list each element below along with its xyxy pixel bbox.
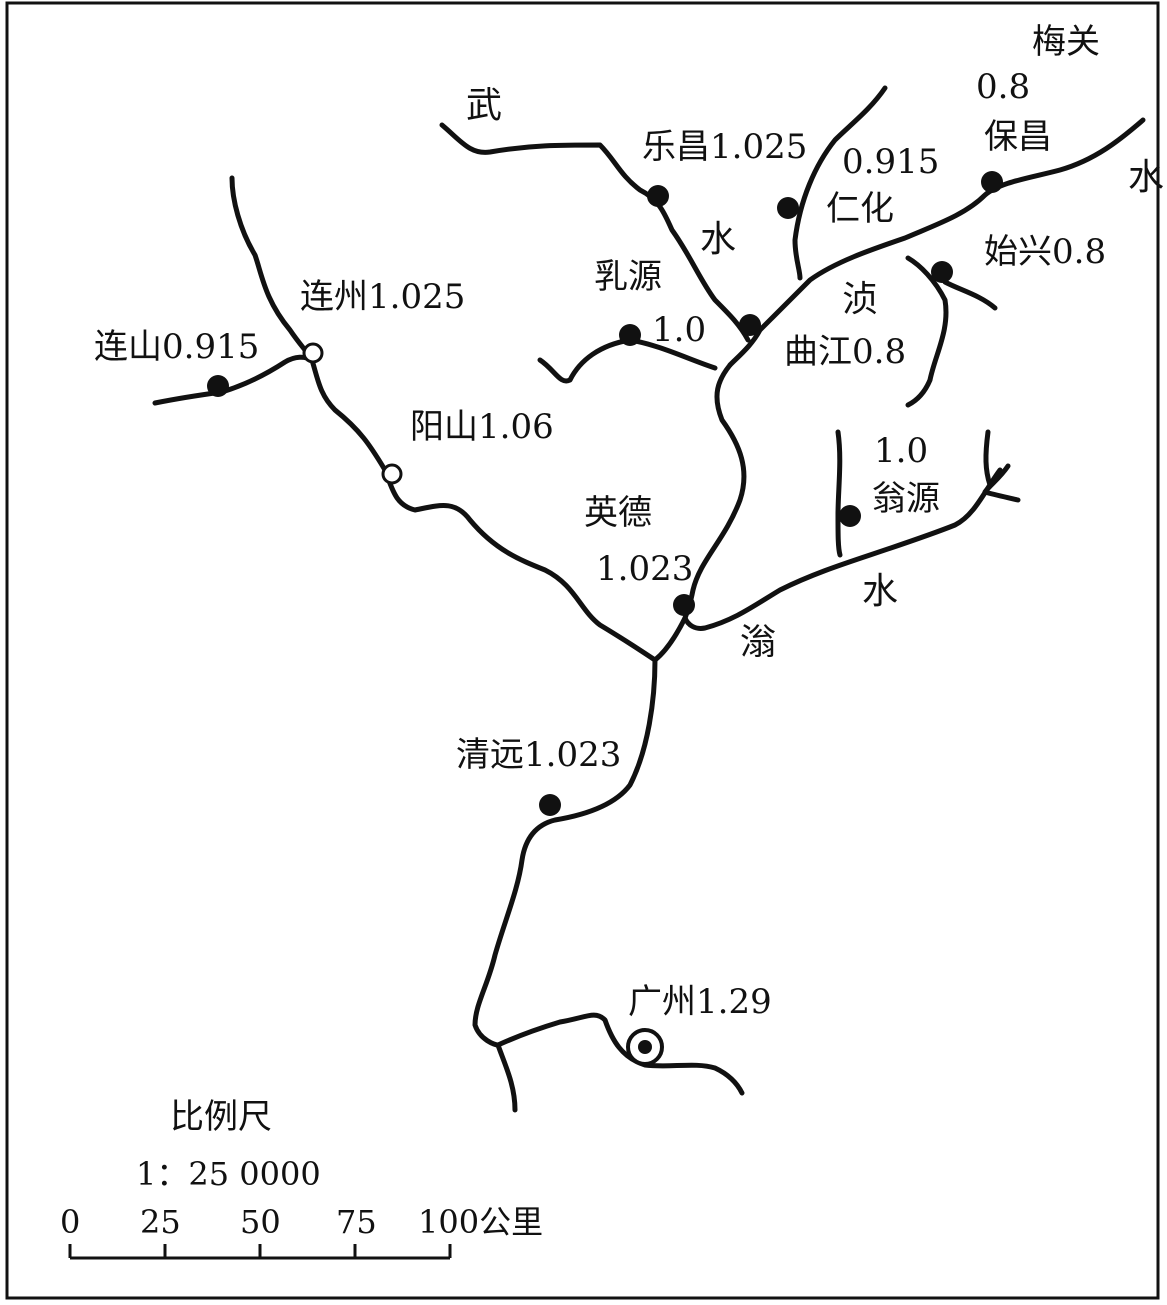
marker-yangshan <box>381 463 403 485</box>
hollow-markers <box>302 342 403 485</box>
city-name-renhua: 仁化 <box>826 189 894 229</box>
city-value-wengyuan: 1.0 <box>874 431 929 471</box>
river-ruyuan-branch <box>537 337 718 384</box>
scale-ratio: 1：25 0000 <box>136 1155 321 1193</box>
scale-label-100: 100公里 <box>418 1203 544 1241</box>
city-name-ruyuan: 乳源 <box>594 257 662 297</box>
river-label-weng-shui: 水 <box>862 571 899 612</box>
city-value-yingde: 1.023 <box>596 549 694 589</box>
river-bei-upper <box>682 362 747 621</box>
marker-guangzhou <box>626 1028 664 1066</box>
river-bei-lower <box>472 657 658 1048</box>
river-label-weng: 滃 <box>740 622 777 663</box>
marker-lianzhou <box>302 342 324 364</box>
river-weng-fork1 <box>983 429 993 488</box>
river-label-wu-shui: 水 <box>700 219 737 260</box>
marker-ruyuan <box>619 324 641 346</box>
river-wengyuan-branch <box>835 429 843 558</box>
river-confluence <box>652 615 688 663</box>
river-label-zhen-shui: 水 <box>1128 157 1165 198</box>
city-value-renhua: 0.915 <box>842 142 940 182</box>
city-name-baochang: 保昌 <box>984 117 1052 157</box>
scale-bar <box>68 1244 452 1260</box>
river-weng-fork2 <box>982 463 1021 503</box>
city-name-yingde: 英德 <box>584 493 652 533</box>
scale-title: 比例尺 <box>170 1097 272 1137</box>
city-lianzhou: 连州1.025 <box>300 277 466 317</box>
river-pearl <box>495 1012 745 1096</box>
city-name-meiguan: 梅关 <box>1032 22 1100 62</box>
river-shixing-branch <box>905 255 949 408</box>
city-lianshan: 连山0.915 <box>94 327 260 367</box>
marker-yingde <box>673 594 695 616</box>
marker-qujiang <box>739 314 761 336</box>
river-south-branch <box>495 1042 518 1113</box>
river-label-wu: 武 <box>466 85 503 126</box>
river-renhua-branch <box>792 85 888 281</box>
marker-lechang <box>647 185 669 207</box>
marker-lianshan <box>207 375 229 397</box>
river-lian-north <box>229 175 315 363</box>
scale-label-50: 50 <box>240 1203 281 1241</box>
city-markers <box>207 171 1003 816</box>
river-wu <box>439 122 751 343</box>
river-network <box>152 85 1146 1113</box>
city-qujiang: 曲江0.8 <box>784 332 907 372</box>
city-guangzhou: 广州1.29 <box>628 982 772 1022</box>
river-lian-main <box>309 357 658 663</box>
scale-label-75: 75 <box>336 1203 377 1241</box>
city-name-wengyuan: 翁源 <box>872 479 940 519</box>
marker-qingyuan <box>539 794 561 816</box>
city-value-meiguan: 0.8 <box>976 67 1031 107</box>
river-lianshan <box>152 354 315 406</box>
river-weng <box>682 467 1003 631</box>
city-yangshan: 阳山1.06 <box>410 407 554 447</box>
map-border <box>5 1 1160 1300</box>
city-shixing: 始兴0.8 <box>984 232 1107 272</box>
marker-shixing <box>931 261 953 283</box>
city-qingyuan: 清远1.023 <box>456 735 622 775</box>
river-label-zhen: 浈 <box>842 279 879 320</box>
river-shixing-small <box>942 279 998 311</box>
city-lechang: 乐昌1.025 <box>642 127 808 167</box>
river-zhen <box>727 117 1146 368</box>
scale-label-25: 25 <box>140 1203 181 1241</box>
scale-label-0: 0 <box>60 1203 81 1241</box>
marker-renhua <box>777 197 799 219</box>
marker-wengyuan <box>839 505 861 527</box>
marker-baochang <box>981 171 1003 193</box>
city-value-ruyuan: 1.0 <box>652 310 707 350</box>
